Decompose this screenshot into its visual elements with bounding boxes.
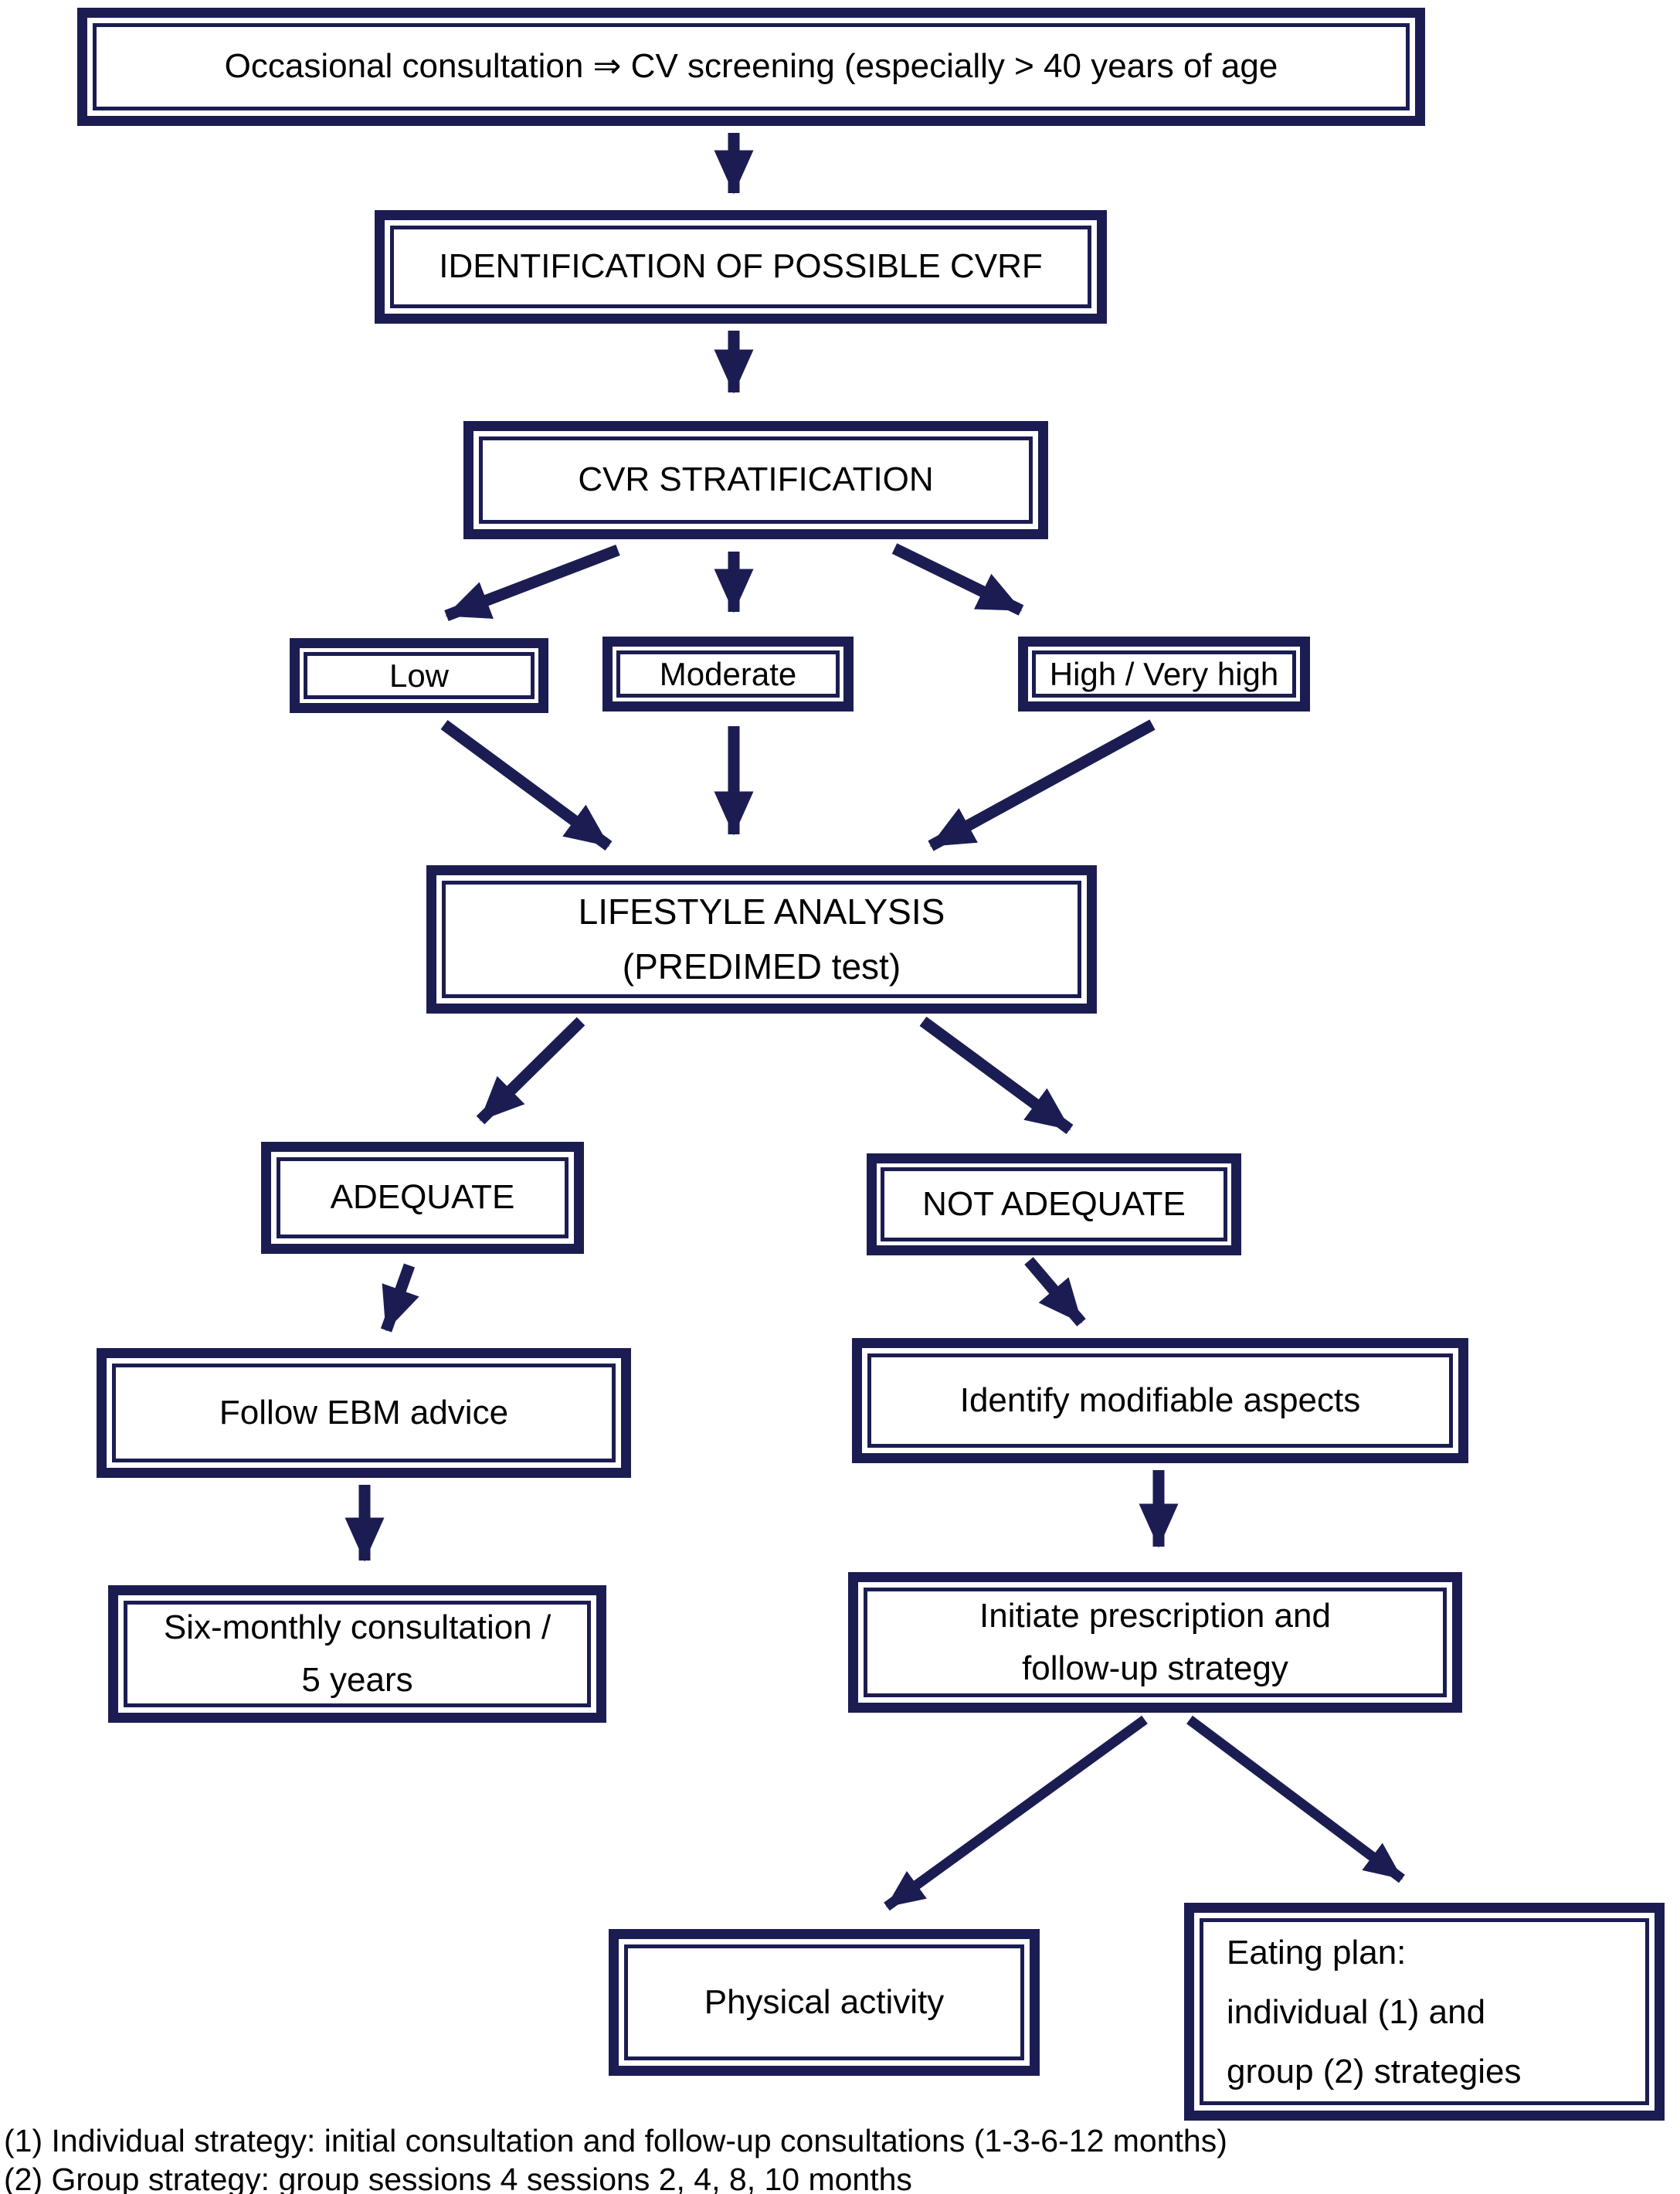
node-identify-modifiable-aspects-frame: Identify modifiable aspects	[867, 1353, 1453, 1448]
node-identification-cvrf: IDENTIFICATION OF POSSIBLE CVRF	[375, 210, 1107, 324]
node-occasional-consultation-frame: Occasional consultation ⇒ CV screening (…	[93, 23, 1410, 110]
arrow-high-to-lifestyle	[928, 719, 1156, 851]
node-initiate-prescription-frame: Initiate prescription and follow-up stra…	[864, 1588, 1447, 1697]
footnote-group-strategy: (2) Group strategy: group sessions 4 ses…	[4, 2162, 912, 2194]
node-identification-cvrf-label: IDENTIFICATION OF POSSIBLE CVRF	[439, 247, 1043, 286]
arrow-adequate-to-follow-ebm	[380, 1263, 419, 1333]
node-not-adequate-frame: NOT ADEQUATE	[881, 1167, 1227, 1241]
node-physical-activity-label: Physical activity	[704, 1982, 945, 2021]
node-identification-cvrf-frame: IDENTIFICATION OF POSSIBLE CVRF	[390, 226, 1091, 308]
node-risk-high: High / Very high	[1018, 637, 1310, 712]
arrow-lifestyle-to-adequate	[476, 1017, 585, 1125]
node-eating-plan: Eating plan: individual (1) and group (2…	[1184, 1903, 1665, 2121]
node-risk-moderate-label: Moderate	[659, 655, 797, 692]
node-initiate-prescription-label: Initiate prescription and follow-up stra…	[979, 1596, 1331, 1687]
node-risk-low: Low	[290, 638, 548, 713]
node-follow-ebm-advice-frame: Follow EBM advice	[112, 1364, 616, 1462]
node-adequate-frame: ADEQUATE	[277, 1157, 568, 1238]
arrow-stratification-to-high	[891, 543, 1024, 616]
node-lifestyle-analysis: LIFESTYLE ANALYSIS (PREDIMED test)	[426, 865, 1097, 1014]
node-lifestyle-analysis-frame: LIFESTYLE ANALYSIS (PREDIMED test)	[442, 881, 1081, 998]
node-six-monthly-consultation: Six-monthly consultation / 5 years	[108, 1585, 606, 1723]
node-not-adequate-label: NOT ADEQUATE	[922, 1184, 1186, 1223]
node-risk-moderate-frame: Moderate	[616, 650, 840, 698]
arrow-stratification-to-low	[444, 544, 620, 622]
node-cvr-stratification: CVR STRATIFICATION	[463, 421, 1048, 539]
node-six-monthly-consultation-label: Six-monthly consultation / 5 years	[163, 1608, 552, 1699]
node-six-monthly-consultation-frame: Six-monthly consultation / 5 years	[124, 1601, 591, 1707]
node-eating-plan-frame: Eating plan: individual (1) and group (2…	[1200, 1918, 1649, 2105]
node-risk-high-label: High / Very high	[1049, 655, 1279, 692]
node-occasional-consultation-label: Occasional consultation ⇒ CV screening (…	[224, 47, 1278, 86]
node-risk-high-frame: High / Very high	[1032, 650, 1296, 698]
node-cvr-stratification-frame: CVR STRATIFICATION	[479, 436, 1033, 524]
node-identify-modifiable-aspects-label: Identify modifiable aspects	[959, 1381, 1361, 1419]
arrow-initiate-to-eating	[1186, 1715, 1405, 1883]
node-identify-modifiable-aspects: Identify modifiable aspects	[852, 1338, 1468, 1463]
node-risk-low-label: Low	[389, 657, 450, 694]
arrow-low-to-lifestyle	[440, 719, 613, 851]
node-follow-ebm-advice: Follow EBM advice	[97, 1348, 631, 1478]
arrow-initiate-to-physical	[884, 1715, 1148, 1911]
node-physical-activity-frame: Physical activity	[624, 1944, 1024, 2060]
footnote-individual-strategy: (1) Individual strategy: initial consult…	[4, 2123, 1227, 2158]
node-follow-ebm-advice-label: Follow EBM advice	[219, 1393, 509, 1432]
node-eating-plan-label: Eating plan: individual (1) and group (2…	[1227, 1933, 1522, 2090]
node-risk-moderate: Moderate	[602, 637, 854, 712]
arrow-not-adequate-to-identify	[1024, 1257, 1086, 1326]
node-physical-activity: Physical activity	[609, 1929, 1040, 2076]
node-adequate: ADEQUATE	[261, 1142, 584, 1254]
node-adequate-label: ADEQUATE	[330, 1178, 515, 1217]
node-not-adequate: NOT ADEQUATE	[867, 1153, 1241, 1255]
node-occasional-consultation: Occasional consultation ⇒ CV screening (…	[77, 8, 1425, 126]
node-lifestyle-analysis-label: LIFESTYLE ANALYSIS (PREDIMED test)	[578, 891, 945, 987]
node-cvr-stratification-label: CVR STRATIFICATION	[578, 460, 934, 499]
node-risk-low-frame: Low	[304, 652, 535, 699]
arrow-lifestyle-to-not-adequate	[919, 1016, 1074, 1135]
node-initiate-prescription: Initiate prescription and follow-up stra…	[848, 1572, 1462, 1713]
